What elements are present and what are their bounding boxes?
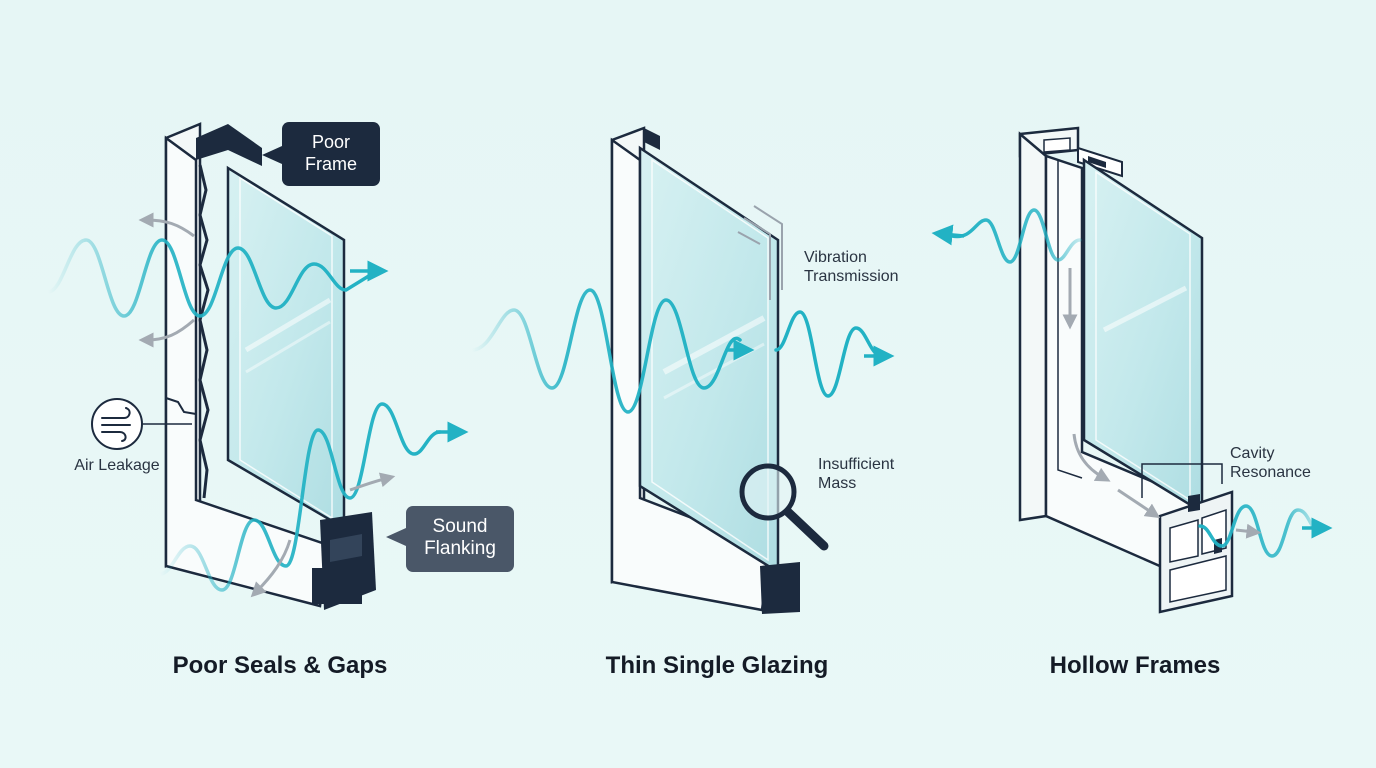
gap-line xyxy=(198,164,210,499)
panel-single-glazing xyxy=(470,126,895,614)
wind-icon xyxy=(91,398,192,450)
callout-poor-frame-tail xyxy=(262,146,282,164)
wave-flanking xyxy=(158,402,442,592)
wave-incoming xyxy=(470,288,742,414)
caption-hollow-frames: Hollow Frames xyxy=(1049,652,1221,679)
label-vibration-transmission: Vibration Transmission xyxy=(804,249,899,285)
cavity-arrow-3 xyxy=(1117,488,1161,519)
leak-arrow-4 xyxy=(250,539,292,598)
cavity-arrow-2 xyxy=(1072,433,1111,482)
callout-sound-flanking: Sound Flanking xyxy=(406,506,514,572)
bottom-profile xyxy=(760,562,800,614)
label-insufficient-mass: Insufficient Mass xyxy=(818,456,895,492)
cavity-leader xyxy=(1141,463,1223,498)
top-seal xyxy=(196,124,262,166)
leak-arrow-2 xyxy=(138,318,195,348)
cavity-arrow-4 xyxy=(1235,523,1262,539)
callout-sound-flanking-text: Sound Flanking xyxy=(424,516,496,559)
panel-hollow-frames xyxy=(931,126,1333,614)
magnifier-icon xyxy=(739,463,829,551)
label-air-leakage: Air Leakage xyxy=(74,457,160,474)
leak-arrow-3 xyxy=(349,472,396,492)
arrow-left-top xyxy=(931,224,965,246)
callout-poor-frame: Poor Frame xyxy=(282,122,380,186)
wave-incoming xyxy=(950,208,1082,264)
wave-outgoing xyxy=(774,310,884,398)
wave-through-seal xyxy=(46,238,374,318)
caption-poor-seals: Poor Seals & Gaps xyxy=(172,652,388,679)
frame-side xyxy=(1018,131,1048,522)
caption-single-glazing: Thin Single Glazing xyxy=(605,652,829,679)
leak-arrow-1 xyxy=(138,212,195,238)
callout-poor-frame-text: Poor Frame xyxy=(304,132,357,174)
label-cavity-resonance: Cavity Resonance xyxy=(1230,445,1311,481)
callout-sound-flanking-tail xyxy=(386,528,406,546)
panel-poor-seals xyxy=(46,122,469,610)
